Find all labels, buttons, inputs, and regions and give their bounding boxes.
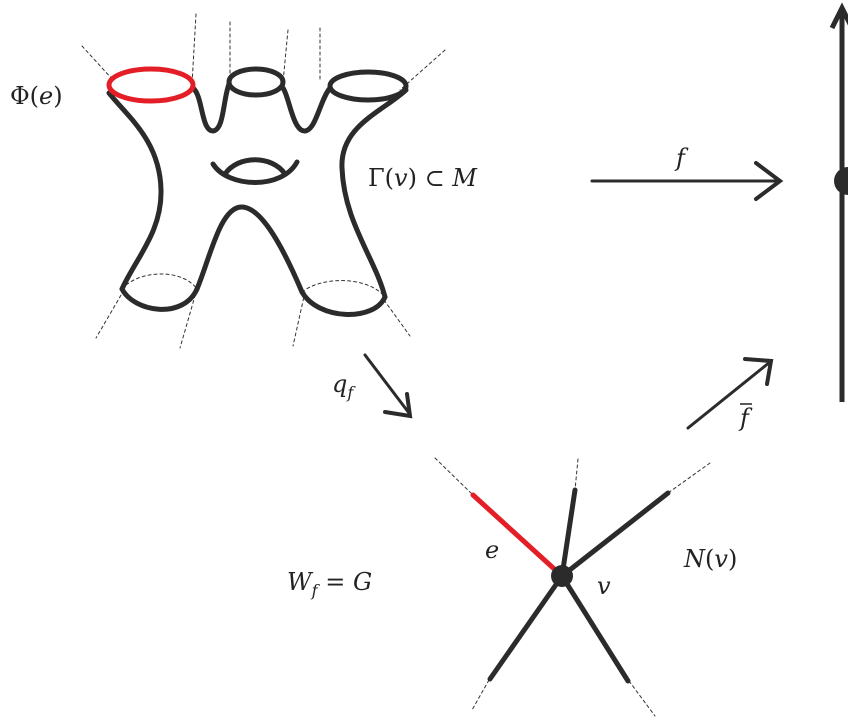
label-v: v xyxy=(597,572,611,600)
svg-text:f: f xyxy=(738,404,753,432)
label-phi-e: Φ(e) xyxy=(10,82,63,110)
phi-e-boundary-ring xyxy=(106,66,196,104)
label-n-v: N(v) xyxy=(683,545,737,573)
vertex-v xyxy=(551,565,573,587)
arrow-q-f xyxy=(363,353,413,419)
label-f: f xyxy=(674,144,689,172)
edge-e xyxy=(470,492,565,579)
arrow-f-bar xyxy=(686,357,774,430)
label-w-f-equals-g: Wf = G xyxy=(287,568,372,600)
target-point xyxy=(834,167,848,195)
label-f-bar: f xyxy=(738,403,753,432)
arrow-f xyxy=(590,161,784,201)
graph-dashed-extensions xyxy=(434,457,711,717)
surface-gamma-v xyxy=(81,13,446,349)
label-gamma-v-subset-m: Γ(v) ⊂ M xyxy=(368,164,478,192)
label-q-f: qf xyxy=(332,370,356,402)
target-real-line xyxy=(829,2,848,402)
graph-edges xyxy=(487,487,671,684)
surface-dashed-extensions xyxy=(81,13,446,349)
graph-n-v xyxy=(434,457,711,717)
label-e: e xyxy=(485,536,499,564)
surface-outline xyxy=(106,66,409,317)
